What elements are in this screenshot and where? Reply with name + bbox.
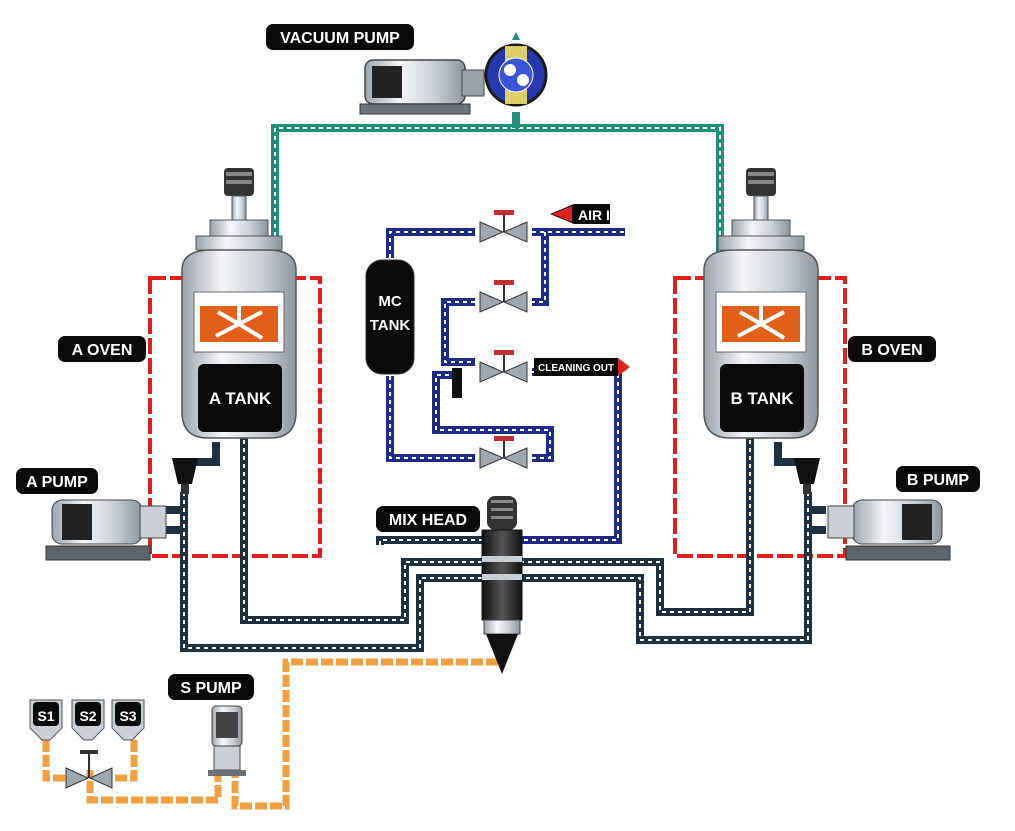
a-filter [172,458,198,494]
s2-tank [71,699,105,741]
air-in-label: AIR IN [578,207,620,223]
material-line [165,432,826,652]
cleaning-out-label: CLEANING OUT [538,363,614,374]
s1-tank [29,699,63,741]
valve-4 [479,436,528,469]
vacuum-line [271,112,724,252]
cleaning-out-tag: CLEANING OUT [534,358,630,376]
mc-tank-label-line1: MC [378,293,401,310]
b-tank [703,168,819,439]
mc-tank [365,259,415,375]
b-pump-tag: B PUMP [896,466,980,492]
vacuum-pump-label: VACUUM PUMP [280,30,400,47]
solvent-line [42,658,498,810]
a-oven-tag: A OVEN [58,336,146,362]
s3-label: S3 [119,708,136,724]
check-valve [452,368,462,398]
valve-1 [479,210,528,243]
s1-label: S1 [37,708,54,724]
s-pump-label: S PUMP [180,680,242,697]
a-pump-unit [45,499,167,561]
a-pump-tag: A PUMP [16,468,98,494]
air-in-tag: AIR IN [550,204,620,224]
b-tank-label: B TANK [731,389,795,408]
a-tank [181,168,297,439]
mc-tank-label-line2: TANK [370,317,411,334]
s3-tank [111,699,145,741]
a-oven-label: A OVEN [72,342,133,359]
vacuum-pump-tag: VACUUM PUMP [266,24,414,50]
mix-head-label: MIX HEAD [389,512,467,529]
valve-2 [479,280,528,313]
vacuum-pump-unit [359,32,548,115]
b-oven-tag: B OVEN [848,336,936,362]
s-pump-unit [208,705,246,776]
b-pump-unit [827,499,951,561]
air-line [386,228,625,544]
b-pump-label: B PUMP [907,472,970,489]
valve-3 [479,350,528,383]
b-oven-label: B OVEN [861,342,922,359]
b-filter [794,458,820,494]
mix-head [481,496,523,674]
mix-head-tag: MIX HEAD [376,506,480,532]
a-tank-label: A TANK [209,389,272,408]
selector-valve [65,750,113,789]
a-pump-label: A PUMP [26,474,88,491]
s-pump-tag: S PUMP [168,674,254,700]
s2-label: S2 [79,708,96,724]
